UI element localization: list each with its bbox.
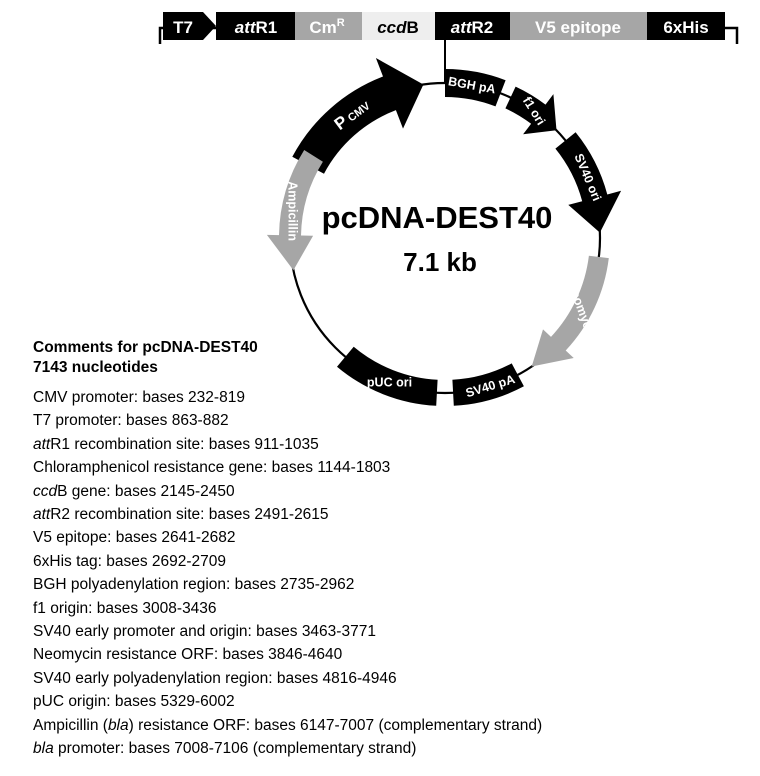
comments-subtitle: 7143 nucleotides — [33, 359, 158, 376]
feature-arrow-bgh-pa — [445, 68, 506, 107]
cassette-segment-t7 — [163, 12, 216, 40]
feature-arrow-sv40-pa — [452, 363, 524, 406]
feature-arrow-p-cmv — [292, 58, 424, 174]
cassette-label-t7: T7 — [173, 18, 193, 37]
comments-section: Comments for pcDNA-DEST40 7143 nucleotid… — [33, 338, 733, 761]
cassette-segment-6xhis — [647, 12, 725, 40]
comment-line: SV40 early polyadenylation region: bases… — [33, 669, 397, 687]
feature-arrow-sv40-ori — [555, 132, 622, 233]
comment-line: attR2 recombination site: bases 2491-261… — [33, 506, 329, 524]
feature-arrow-puc-ori — [337, 346, 438, 406]
comments-list: CMV promoter: bases 232-819 T7 promoter: … — [33, 386, 733, 761]
feature-arrow-f1-ori — [505, 86, 557, 135]
plasmid-map: T7 attR1 CmR ccdB attR2 V5 epitope 6xHis… — [158, 12, 739, 406]
cassette-segment-attr2 — [435, 12, 510, 40]
comment-line: V5 epitope: bases 2641-2682 — [33, 529, 236, 547]
comment-line: T7 promoter: bases 863-882 — [33, 412, 229, 430]
cassette-bar: T7 attR1 CmR ccdB attR2 V5 epitope 6xHis — [163, 12, 725, 40]
cassette-segment-cmr — [295, 12, 362, 40]
plasmid-size: 7.1 kb — [403, 247, 477, 277]
comment-line: f1 origin: bases 3008-3436 — [33, 599, 217, 617]
comment-line: Ampicillin (bla) resistance ORF: bases 6… — [33, 716, 543, 734]
cassette-label-cmr: CmR — [309, 17, 344, 37]
comment-line: attR1 recombination site: bases 911-1035 — [33, 435, 319, 453]
comment-line: Neomycin resistance ORF: bases 3846-4640 — [33, 646, 343, 664]
feature-arrow-neomycin — [531, 255, 609, 367]
comment-line: 6xHis tag: bases 2692-2709 — [33, 552, 227, 570]
comment-line: SV40 early promoter and origin: bases 34… — [33, 623, 376, 641]
cassette-label-v5-epitope: V5 epitope — [535, 18, 621, 37]
comment-line: CMV promoter: bases 232-819 — [33, 389, 245, 406]
cassette-label-attr1: attR1 — [235, 18, 278, 37]
plasmid-name: pcDNA-DEST40 — [322, 200, 553, 235]
cassette-label-attr2: attR2 — [451, 18, 494, 37]
cassette-segment-v5-epitope — [510, 12, 647, 40]
comment-line: bla promoter: bases 7008-7106 (complemen… — [33, 740, 417, 758]
comments-title: Comments for pcDNA-DEST40 — [33, 339, 258, 356]
comment-line: pUC origin: bases 5329-6002 — [33, 693, 235, 711]
cassette-label-ccdb: ccdB — [377, 18, 419, 37]
feature-label-puc-ori: pUC ori — [367, 376, 412, 390]
cassette-label-6xhis: 6xHis — [663, 18, 708, 37]
cassette-segment-ccdb — [362, 12, 435, 40]
comment-line: BGH polyadenylation region: bases 2735-2… — [33, 576, 355, 594]
cassette-segment-attr1 — [216, 12, 295, 40]
comment-line: ccdB gene: bases 2145-2450 — [33, 482, 235, 500]
feature-arrow-ampicillin — [266, 150, 323, 271]
comment-line: Chloramphenicol resistance gene: bases 1… — [33, 459, 391, 477]
feature-label-ampicillin: Ampicillin — [285, 181, 299, 241]
